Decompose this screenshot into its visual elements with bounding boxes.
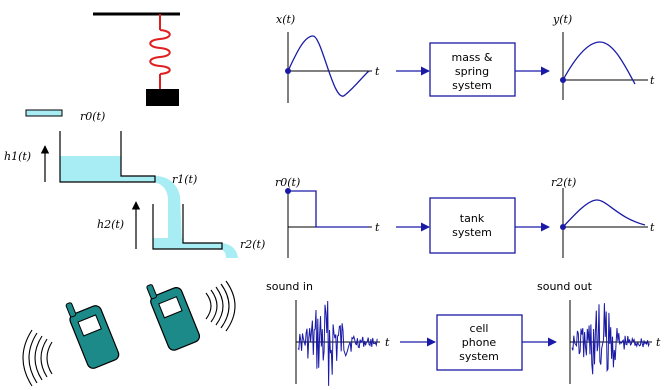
row2-input-label: r0(t) [275, 176, 300, 189]
row1-output-sine [562, 41, 636, 85]
row1-output-start-dot [560, 77, 566, 83]
mass-spring-illustration [93, 12, 180, 106]
h2-label: h2(t) [97, 218, 124, 231]
phone-right [146, 284, 201, 351]
tank2-walls [152, 204, 223, 250]
row2-box-line-1: tank [460, 212, 485, 225]
row3-output-waveform [571, 303, 650, 375]
row1-box-line-2: spring [455, 65, 489, 78]
row3-input-t-label: t [385, 336, 390, 349]
row1-output-label: y(t) [552, 13, 572, 26]
row1-input-start-dot [285, 68, 291, 74]
outflow-stream-1 [150, 176, 182, 242]
row1-box-line-1: mass & [452, 51, 493, 64]
row1-input-label: x(t) [276, 13, 295, 26]
row2-output-response [562, 199, 646, 228]
outflow-stream-2 [218, 243, 238, 258]
row3-output-t-label: t [656, 336, 661, 349]
row1-output-t-label: t [650, 74, 655, 87]
row3-input-plot: t [295, 300, 390, 386]
row3-box-line-1: cell [470, 322, 489, 335]
row3-box-line-2: phone [462, 336, 497, 349]
tank-illustration: r0(t) r1(t) h1(t) r2(t) h2(t) [4, 109, 265, 258]
row2-input-pulse [288, 190, 369, 228]
row1-box-line-3: system [452, 79, 492, 92]
cell-phones-illustration [22, 280, 236, 387]
row3-output-plot: t [569, 300, 661, 384]
row3-input-waveform [297, 300, 378, 386]
row2-box-line-2: system [452, 226, 492, 239]
row3-output-label: sound out [537, 280, 593, 293]
phone-left [65, 302, 120, 369]
row2-input-start-dot [285, 188, 291, 194]
row1-system-box: mass & spring system [429, 42, 516, 97]
row1-input-sine [287, 35, 370, 97]
tank1-walls [59, 131, 156, 183]
row2-output-label: r2(t) [551, 176, 576, 189]
spring-coil [149, 29, 171, 75]
row3-system-box: cell phone system [436, 314, 523, 371]
r2-label: r2(t) [240, 238, 265, 251]
r1-label: r1(t) [172, 173, 197, 186]
tank1-water [60, 156, 155, 182]
row3-box-line-3: system [459, 350, 499, 363]
row2-input-plot: r0(t) t [275, 176, 380, 258]
sound-waves-right [205, 280, 236, 332]
row1-output-plot: y(t) t [552, 13, 655, 100]
h1-label: h1(t) [4, 150, 31, 163]
r0-label: r0(t) [80, 110, 105, 123]
row2-system-box: tank system [429, 197, 516, 254]
row2-output-plot: r2(t) t [551, 176, 655, 258]
row2-output-t-label: t [650, 221, 655, 234]
row3-input-label: sound in [266, 280, 313, 293]
inflow-pipe [25, 109, 63, 117]
row1-input-t-label: t [375, 65, 380, 78]
row1-input-plot: x(t) t [276, 13, 380, 103]
row2-output-start-dot [560, 224, 566, 230]
mass-block [146, 89, 179, 106]
sound-waves-left [22, 329, 53, 387]
row2-input-t-label: t [375, 221, 380, 234]
